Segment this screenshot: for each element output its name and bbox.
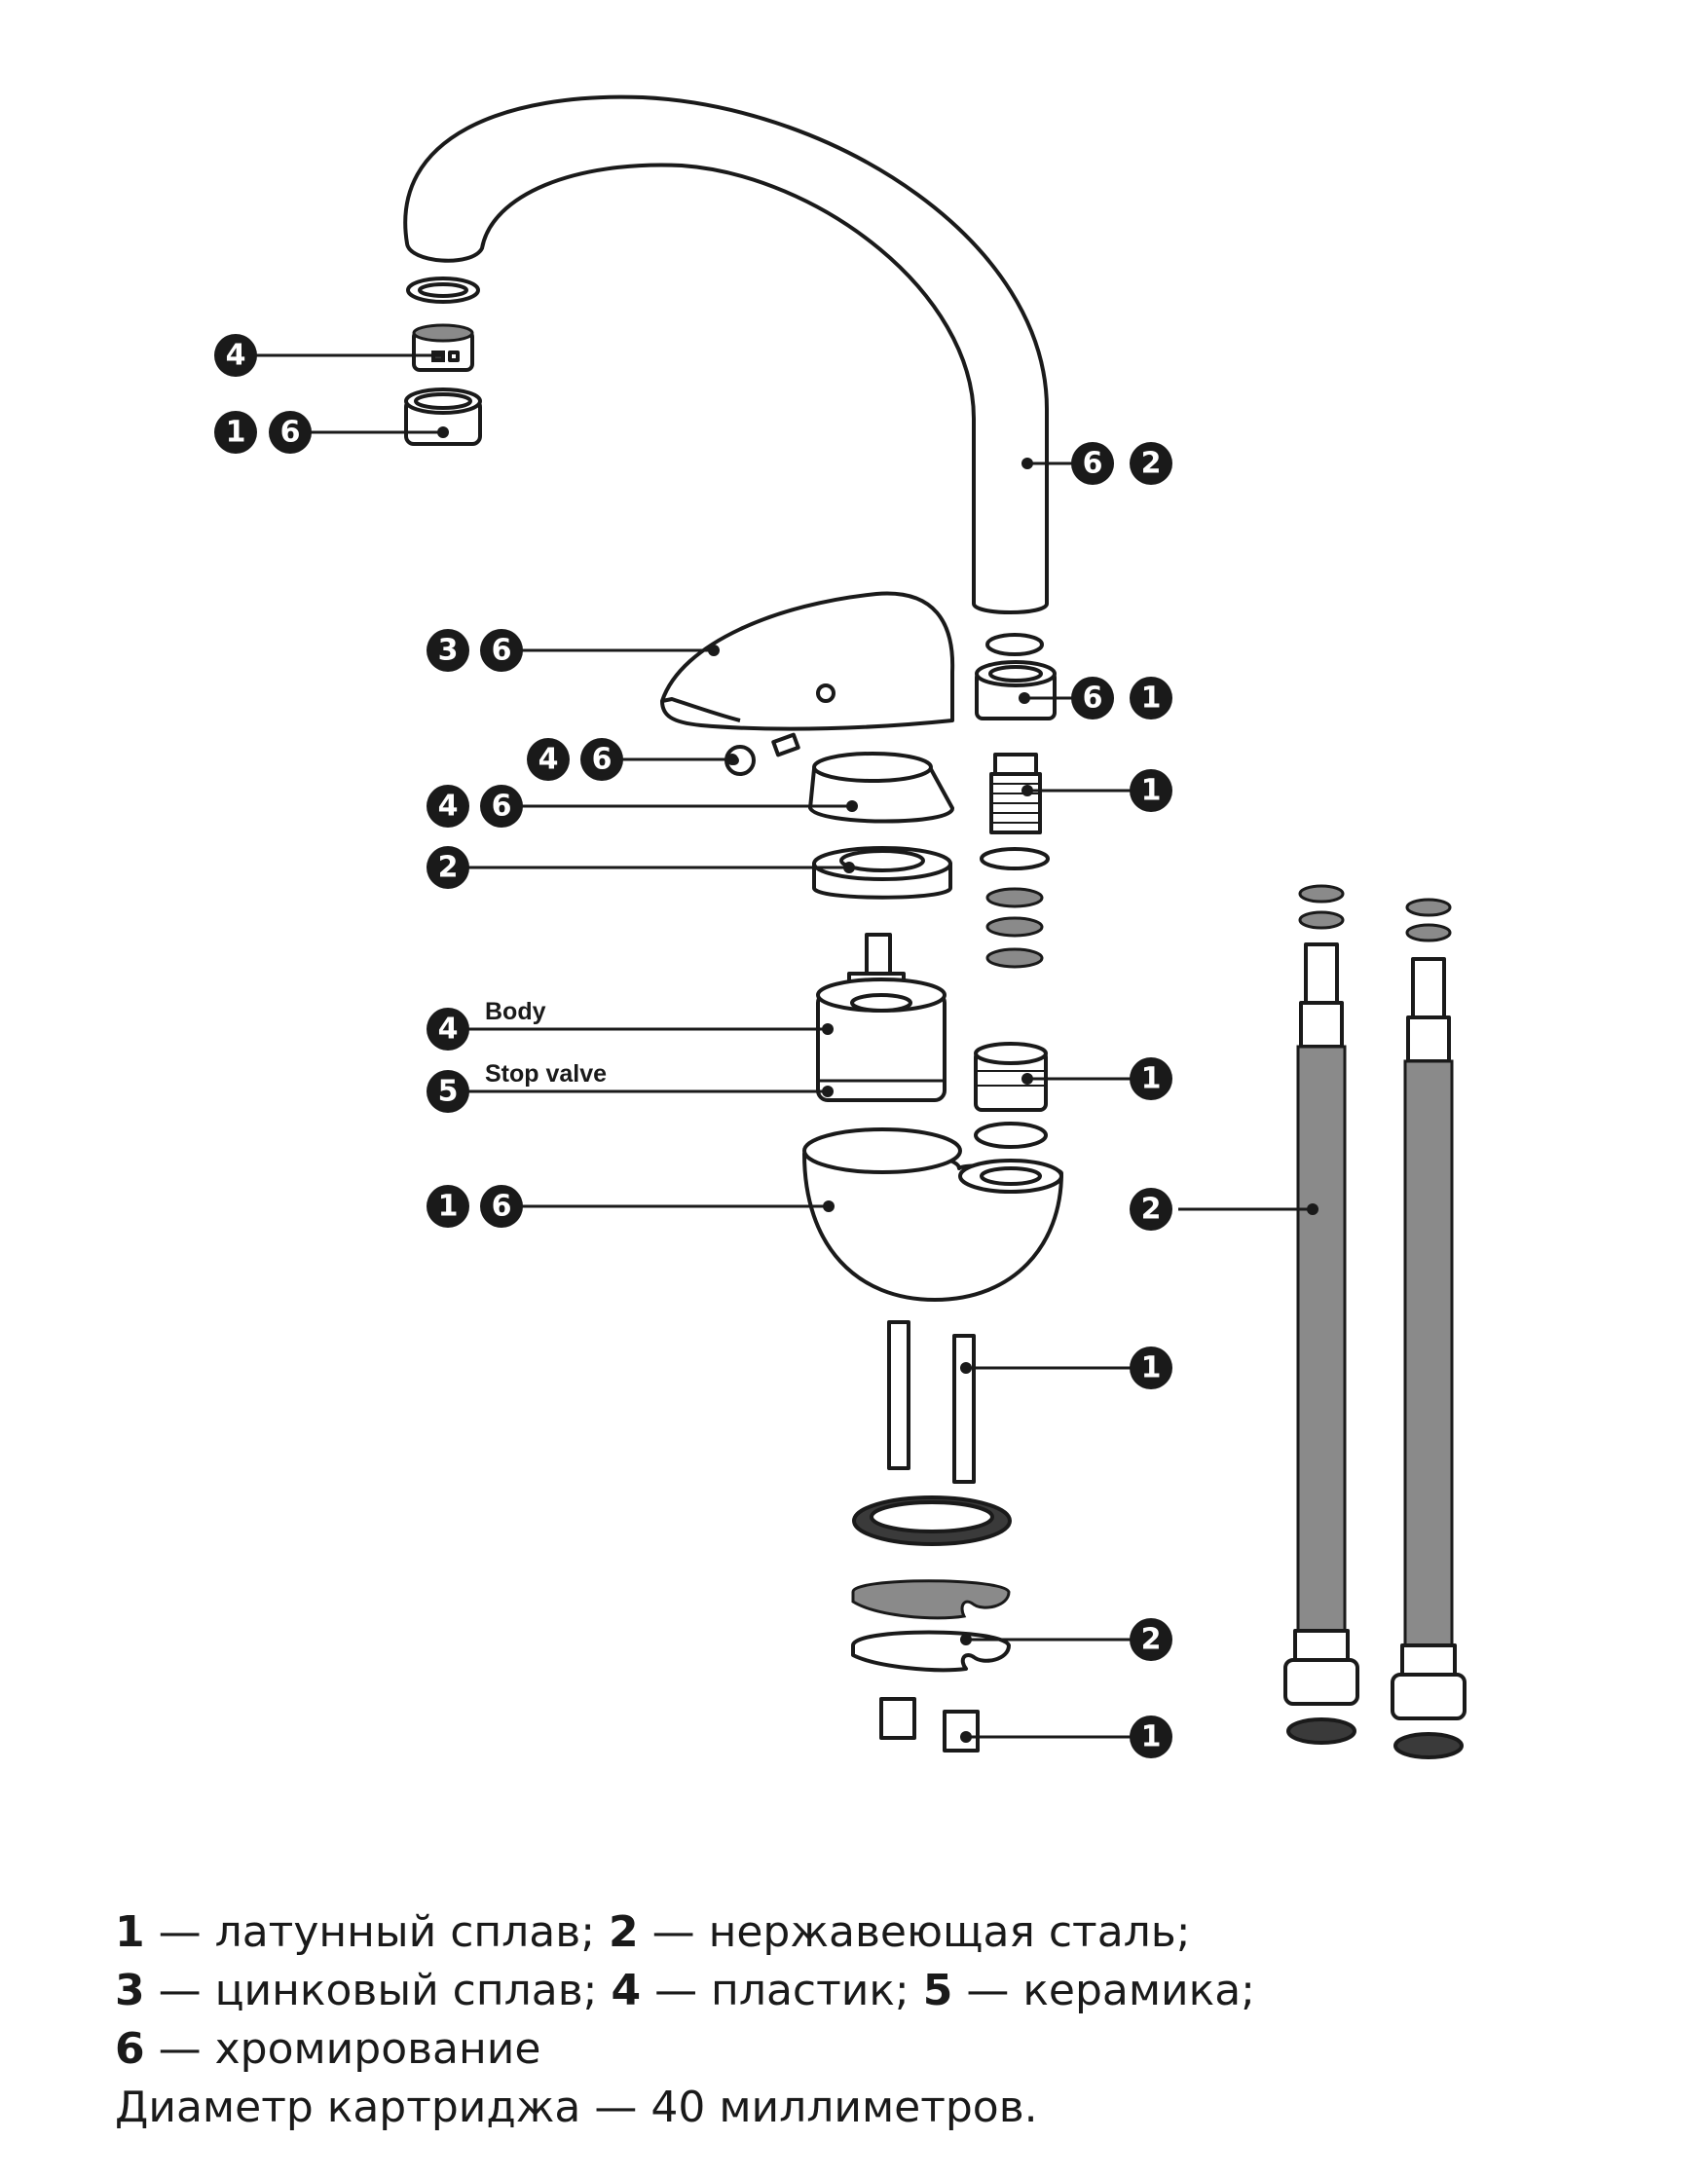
hose-right <box>1391 898 1467 1759</box>
badge-spout: 6 2 <box>1071 442 1172 485</box>
spout <box>403 94 1049 614</box>
legend-num: 6 <box>115 2024 145 2074</box>
o-ring-2 <box>985 887 1044 908</box>
legend-num: 4 <box>611 1966 642 2015</box>
materials-legend: 1 — латунный сплав; 2 — нержавеющая стал… <box>115 1903 1634 2137</box>
badge-spout-adapter: 1 <box>1130 769 1172 812</box>
support-plate-1 <box>851 1579 1011 1620</box>
svg-text:2: 2 <box>1141 447 1162 481</box>
o-ring-1 <box>980 847 1050 870</box>
legend-line-3: 6 — хромирование <box>115 2020 1634 2079</box>
svg-text:3: 3 <box>438 634 459 668</box>
legend-cartridge-diameter: Диаметр картриджа — 40 миллиметров. <box>115 2083 1038 2132</box>
svg-text:1: 1 <box>226 416 246 450</box>
badge-aerator-insert: 4 <box>214 334 257 377</box>
badge-studs: 1 <box>1130 1347 1172 1389</box>
svg-text:1: 1 <box>1141 774 1162 808</box>
badge-aerator-housing: 1 6 <box>214 411 312 454</box>
svg-text:4: 4 <box>226 339 246 373</box>
svg-text:4: 4 <box>438 1013 459 1047</box>
svg-text:6: 6 <box>492 634 512 668</box>
svg-text:2: 2 <box>1141 1193 1162 1227</box>
o-ring-3 <box>985 916 1044 938</box>
svg-text:6: 6 <box>492 790 512 824</box>
clamp-nut <box>812 846 952 900</box>
spout-washer-inner <box>418 282 468 298</box>
o-ring-4 <box>985 947 1044 969</box>
legend-text: — цинковый сплав; <box>144 1966 612 2015</box>
svg-text:1: 1 <box>1141 1351 1162 1385</box>
badge-nuts: 1 <box>1130 1716 1172 1758</box>
legend-line-2: 3 — цинковый сплав; 4 — пластик; 5 — кер… <box>115 1962 1634 2020</box>
svg-text:1: 1 <box>1141 682 1162 716</box>
badge-cartridge-stop-valve: 5 <box>427 1070 469 1113</box>
faucet-body <box>802 1127 1063 1302</box>
badge-handle: 3 6 <box>427 629 523 672</box>
badge-spout-nut: 6 1 <box>1071 677 1172 720</box>
fitting-washer <box>974 1122 1048 1149</box>
leaders <box>236 353 1318 1743</box>
legend-text: — латунный сплав; <box>144 1907 609 1957</box>
badge-spout-fitting: 1 <box>1130 1057 1172 1100</box>
badge-screw: 4 6 <box>527 738 623 781</box>
svg-text:4: 4 <box>538 743 559 777</box>
spout-fitting <box>974 1042 1048 1112</box>
svg-text:2: 2 <box>438 851 459 885</box>
legend-text: — нержавеющая сталь; <box>638 1907 1191 1957</box>
support-plate-2 <box>851 1630 1011 1673</box>
svg-text:1: 1 <box>1141 1062 1162 1096</box>
cartridge <box>816 933 947 1102</box>
svg-text:6: 6 <box>1083 682 1103 716</box>
top-washer <box>985 633 1044 656</box>
spout-nut <box>975 660 1057 720</box>
label-stop-valve: Stop valve <box>485 1060 607 1088</box>
svg-text:1: 1 <box>438 1190 459 1224</box>
svg-text:6: 6 <box>592 743 613 777</box>
badge-cartridge-body: 4 <box>427 1008 469 1051</box>
svg-text:4: 4 <box>438 790 459 824</box>
hose-left <box>1283 884 1359 1745</box>
mounting-studs <box>887 1320 976 1484</box>
spout-adapter <box>989 753 1042 834</box>
legend-text: — керамика; <box>952 1966 1256 2015</box>
label-body: Body <box>485 998 546 1025</box>
handle-lever <box>660 591 955 731</box>
faucet-drawing: Body Stop valve 4 1 6 6 2 3 6 6 1 4 6 1 … <box>214 94 1467 1759</box>
svg-text:2: 2 <box>1141 1623 1162 1657</box>
base-gasket <box>852 1495 1012 1546</box>
handle-screw <box>724 732 800 776</box>
legend-line-1: 1 — латунный сплав; 2 — нержавеющая стал… <box>115 1903 1634 1962</box>
badge-hoses: 2 <box>1130 1188 1172 1231</box>
badge-faucet-body: 1 6 <box>427 1185 523 1228</box>
svg-text:6: 6 <box>492 1190 512 1224</box>
svg-text:6: 6 <box>1083 447 1103 481</box>
badge-plate: 2 <box>1130 1618 1172 1661</box>
legend-text: — пластик; <box>641 1966 923 2015</box>
svg-text:5: 5 <box>438 1075 459 1109</box>
aerator-insert <box>412 323 474 372</box>
svg-text:1: 1 <box>1141 1720 1162 1754</box>
badge-clamp-nut: 2 <box>427 846 469 889</box>
legend-text: — хромирование <box>144 2024 541 2074</box>
cap-cover <box>808 752 954 824</box>
legend-num: 2 <box>609 1907 639 1957</box>
legend-num: 5 <box>922 1966 953 2015</box>
mounting-nuts <box>879 1697 980 1753</box>
legend-num: 1 <box>115 1907 145 1957</box>
legend-num: 3 <box>115 1966 145 2015</box>
svg-text:6: 6 <box>280 416 301 450</box>
badge-cap: 4 6 <box>427 785 523 828</box>
